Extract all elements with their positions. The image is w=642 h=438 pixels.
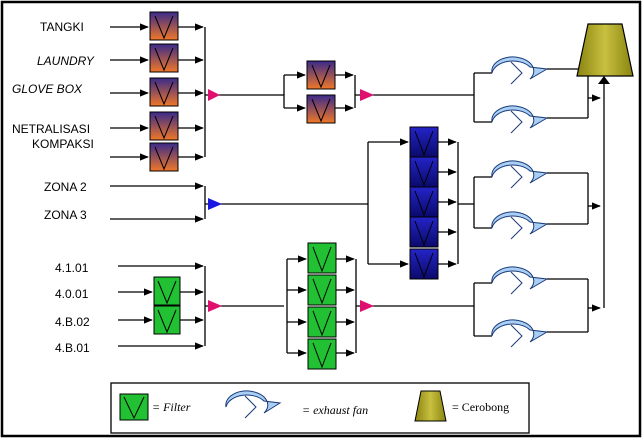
label-4-b-02: 4.B.02 bbox=[55, 315, 90, 329]
pink-arrow-4 bbox=[360, 300, 374, 312]
fan-pair-2-out bbox=[547, 172, 601, 225]
blue-arrow bbox=[208, 198, 222, 210]
filter-orange-6 bbox=[306, 60, 336, 90]
filter-orange-1 bbox=[149, 11, 179, 41]
label-netralisasi: NETRALISASI bbox=[12, 122, 90, 136]
exhaust-fan-2 bbox=[491, 105, 549, 134]
legend-cerobong-label: = Cerobong bbox=[452, 400, 509, 414]
pink-arrow-3 bbox=[208, 300, 222, 312]
top-stage2-branch bbox=[280, 71, 306, 112]
fan-pair-1-branch bbox=[473, 72, 492, 123]
green-inlets bbox=[118, 262, 204, 350]
label-kompaksi: KOMPAKSI bbox=[32, 137, 94, 151]
label-4-1-01: 4.1.01 bbox=[55, 261, 89, 275]
filter-green-1 bbox=[153, 276, 181, 306]
filter-green-2 bbox=[153, 305, 181, 335]
label-zona-3: ZONA 3 bbox=[44, 208, 87, 222]
fan-pair-3-out bbox=[547, 278, 601, 333]
filter-green-6 bbox=[307, 338, 337, 370]
filter-blue-2 bbox=[409, 156, 439, 188]
top-collector bbox=[178, 23, 280, 161]
green-stage2-merge bbox=[336, 255, 474, 357]
legend-filter-label: = Filter bbox=[152, 400, 191, 414]
legend-fan-label: = exhaust fan bbox=[302, 403, 368, 417]
label-zona-2: ZONA 2 bbox=[44, 180, 87, 194]
label-laundry: LAUNDRY bbox=[37, 54, 95, 68]
fan-pair-3-branch bbox=[473, 282, 492, 337]
label-glove-box: GLOVE BOX bbox=[12, 82, 83, 96]
filter-green-3 bbox=[307, 242, 337, 274]
label-tangki: TANGKI bbox=[40, 20, 84, 34]
filter-green-5 bbox=[307, 306, 337, 338]
cerobong-stack bbox=[576, 23, 634, 308]
filter-blue-3 bbox=[409, 186, 439, 218]
filter-blue-1 bbox=[409, 126, 439, 158]
filter-orange-5 bbox=[149, 142, 179, 172]
exhaust-fan-3 bbox=[491, 160, 549, 189]
blue-merge bbox=[438, 138, 474, 268]
blue-branch bbox=[367, 138, 409, 268]
top-stage2-merge bbox=[335, 71, 474, 112]
filter-orange-2 bbox=[149, 43, 179, 73]
fan-pair-2-branch bbox=[473, 176, 492, 229]
exhaust-fan-5 bbox=[491, 266, 549, 295]
green-stage2-branch bbox=[286, 255, 307, 357]
filter-green-4 bbox=[307, 274, 337, 306]
legend: = Filter = exhaust fan = Cerobong bbox=[110, 382, 530, 434]
pink-arrow-2 bbox=[360, 89, 374, 101]
filter-orange-4 bbox=[149, 111, 179, 141]
filter-blue-4 bbox=[409, 216, 439, 248]
top-inlet-arrows bbox=[110, 23, 149, 161]
legend-cerobong-icon bbox=[414, 390, 447, 422]
filter-blue-5 bbox=[409, 248, 439, 280]
label-4-0-01: 4.0.01 bbox=[55, 287, 89, 301]
green-collector bbox=[180, 266, 284, 346]
exhaust-fan-4 bbox=[491, 211, 549, 240]
filter-orange-3 bbox=[149, 77, 179, 107]
legend-fan-icon bbox=[225, 390, 282, 419]
zona-inlets bbox=[110, 182, 368, 223]
pink-arrow-1 bbox=[208, 89, 220, 101]
exhaust-fan-6 bbox=[491, 319, 549, 348]
exhaust-fan-1 bbox=[491, 56, 549, 85]
label-4-b-01: 4.B.01 bbox=[55, 341, 90, 355]
legend-filter-icon bbox=[119, 393, 149, 421]
filter-orange-7 bbox=[306, 94, 336, 124]
